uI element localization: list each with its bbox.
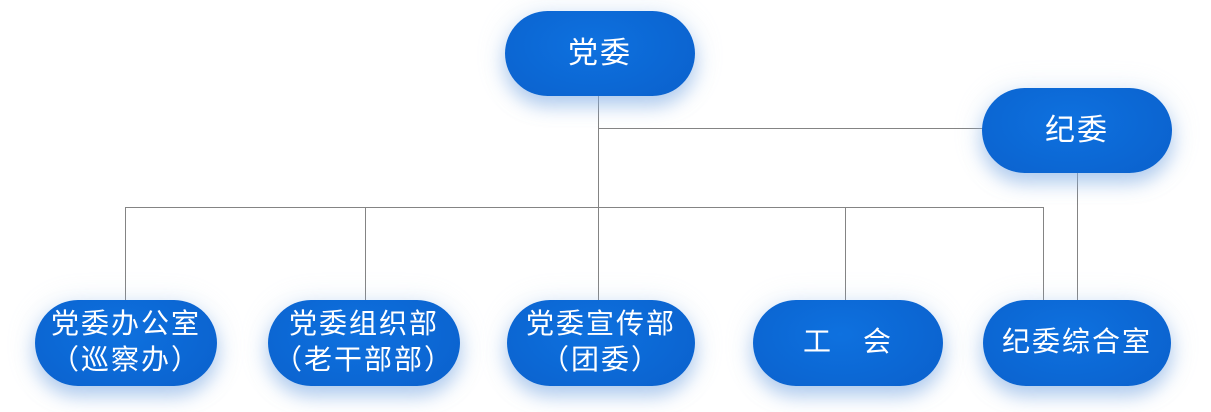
org-node-label-line1: 党委办公室 (50, 309, 201, 340)
org-node-gonghui: 工 会 (753, 300, 943, 386)
org-node-label-line2: （老干部部） (273, 345, 454, 376)
org-node-dangwei-xuanchuanbu: 党委宣传部 （团委） (507, 300, 695, 386)
org-node-label-line2: （团委） (540, 345, 661, 376)
connector-dangwei-to-jiwei (598, 128, 983, 129)
org-node-label-line1: 党委宣传部 (525, 309, 676, 340)
connector-drop-zuzhibu (365, 207, 366, 300)
org-node-label: 工 会 (802, 327, 893, 358)
connector-drop-zongheshi (1043, 207, 1044, 300)
connector-dangwei-drop (598, 96, 599, 207)
org-node-jiwei: 纪委 (982, 88, 1172, 173)
connector-drop-gonghui (845, 207, 846, 300)
org-node-label: 党委 (568, 36, 632, 70)
connector-drop-bangongshi (125, 207, 126, 300)
org-node-dangwei-bangongshi: 党委办公室 （巡察办） (35, 300, 217, 386)
connector-drop-xuanchuanbu (598, 207, 599, 300)
org-node-dangwei: 党委 (505, 11, 695, 96)
org-node-label: 纪委综合室 (1001, 327, 1152, 358)
org-node-label: 纪委 (1045, 113, 1109, 147)
org-node-dangwei-zuzhibu: 党委组织部 （老干部部） (268, 300, 460, 386)
connector-jiwei-to-zongheshi (1077, 173, 1078, 300)
org-node-label-line1: 党委组织部 (288, 309, 439, 340)
connector-main-branch (125, 207, 1043, 208)
org-node-label-line2: （巡察办） (50, 345, 201, 376)
org-node-jiwei-zongheshi: 纪委综合室 (983, 300, 1171, 386)
